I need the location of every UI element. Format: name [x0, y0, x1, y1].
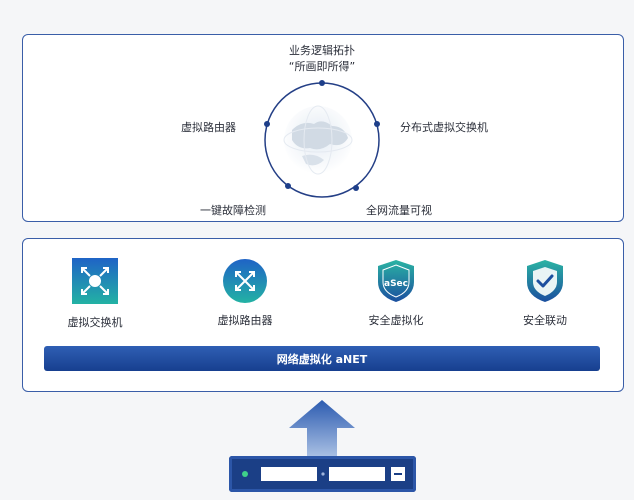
virtual-router-label: 虚拟路由器 [181, 121, 236, 134]
status-led-icon [242, 471, 248, 477]
security-virtualization-label: 安全虚拟化 [368, 314, 424, 327]
drive-slot-2 [329, 467, 385, 481]
topology-title: 业务逻辑拓扑 [289, 44, 355, 57]
topology-subtitle: “所画即所得” [288, 60, 356, 73]
virtual-switch-icon [72, 258, 118, 304]
security-linkage-label: 安全联动 [523, 314, 567, 327]
asec-badge-text: aSec [384, 279, 408, 289]
virtual-router-component-label: 虚拟路由器 [217, 314, 273, 327]
distributed-switch-label: 分布式虚拟交换机 [400, 121, 488, 134]
virtual-router-icon [222, 258, 268, 304]
up-arrow-icon [289, 400, 355, 456]
node-bottom-right [353, 185, 359, 191]
drive-slot-1 [261, 467, 317, 481]
hardware-device [229, 456, 416, 492]
node-left [264, 121, 270, 127]
asec-shield-icon: aSec [373, 258, 419, 304]
node-bottom-left [285, 183, 291, 189]
topology-ring [264, 80, 380, 198]
fault-detection-label: 一键故障检测 [200, 204, 266, 217]
node-top [319, 80, 325, 86]
virtual-switch-label: 虚拟交换机 [67, 316, 123, 329]
traffic-visibility-label: 全网流量可视 [366, 204, 432, 217]
checkmark-shield-icon [522, 258, 568, 304]
globe-icon [283, 105, 353, 175]
network-virtualization-bar: 网络虚拟化 aNET [44, 346, 600, 371]
node-right [374, 121, 380, 127]
